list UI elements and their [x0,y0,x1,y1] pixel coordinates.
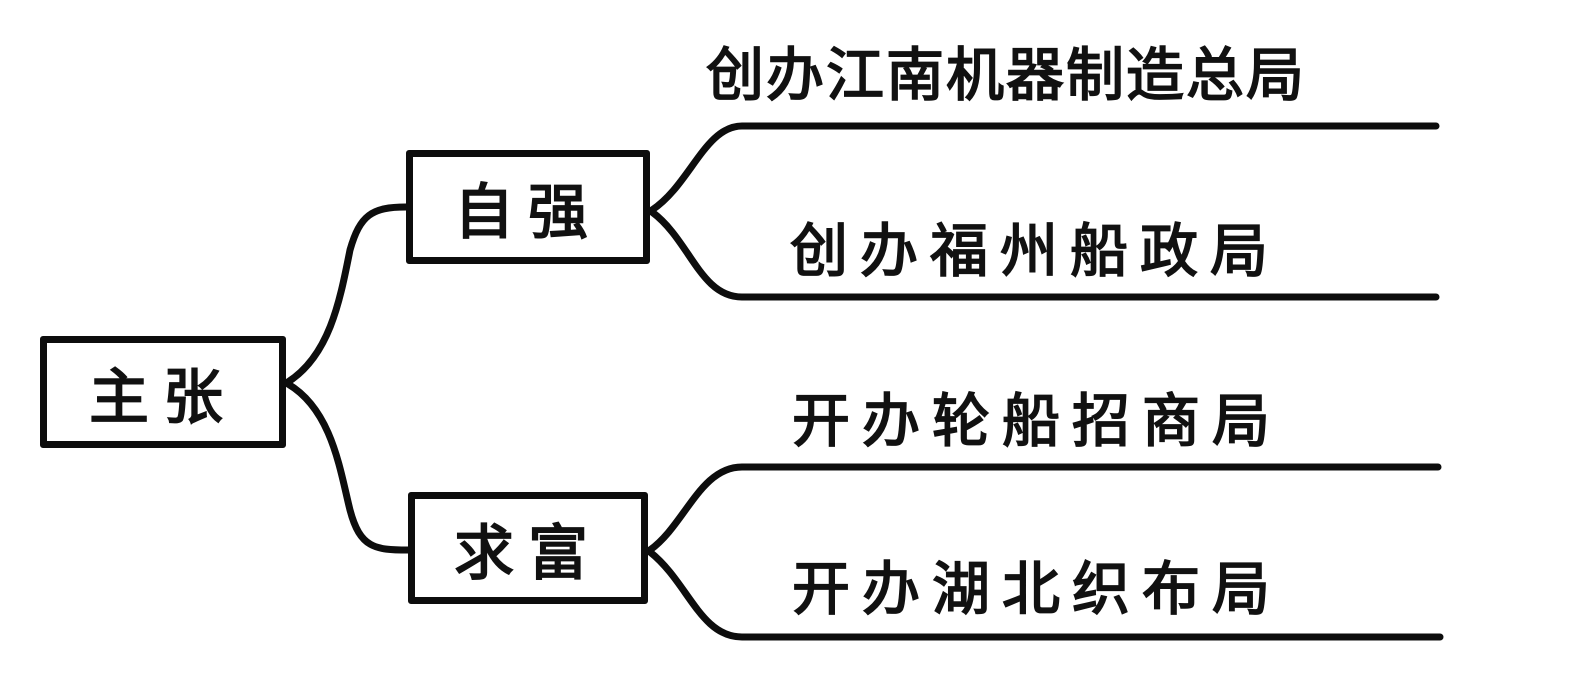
connector-root-to-branch-1 [284,380,412,554]
root-node-label: 主张 [89,362,237,433]
connector-root-to-branch-0 [284,203,410,386]
leaf-jiangnan-arsenal: 创办江南机器制造总局 [706,41,1307,109]
branch-node-ziqiang: 自强 [406,150,650,264]
connector-branch-0-to-item-0 [648,122,1440,214]
leaf-hubei-textile-bureau: 开办湖北织布局 [792,555,1283,623]
leaf-china-merchants-steam: 开办轮船招商局 [792,387,1283,455]
root-node: 主张 [40,336,286,448]
branch-node-qiufu: 求富 [408,492,648,604]
leaf-fuzhou-shipyard: 创办福州船政局 [790,217,1281,285]
branch-node-label: 自强 [454,177,602,248]
connector-branch-0-to-item-1 [648,208,1440,301]
branch-node-label: 求富 [454,518,602,589]
connector-branch-1-to-item-0 [646,463,1442,554]
connector-branch-1-to-item-1 [646,548,1444,641]
